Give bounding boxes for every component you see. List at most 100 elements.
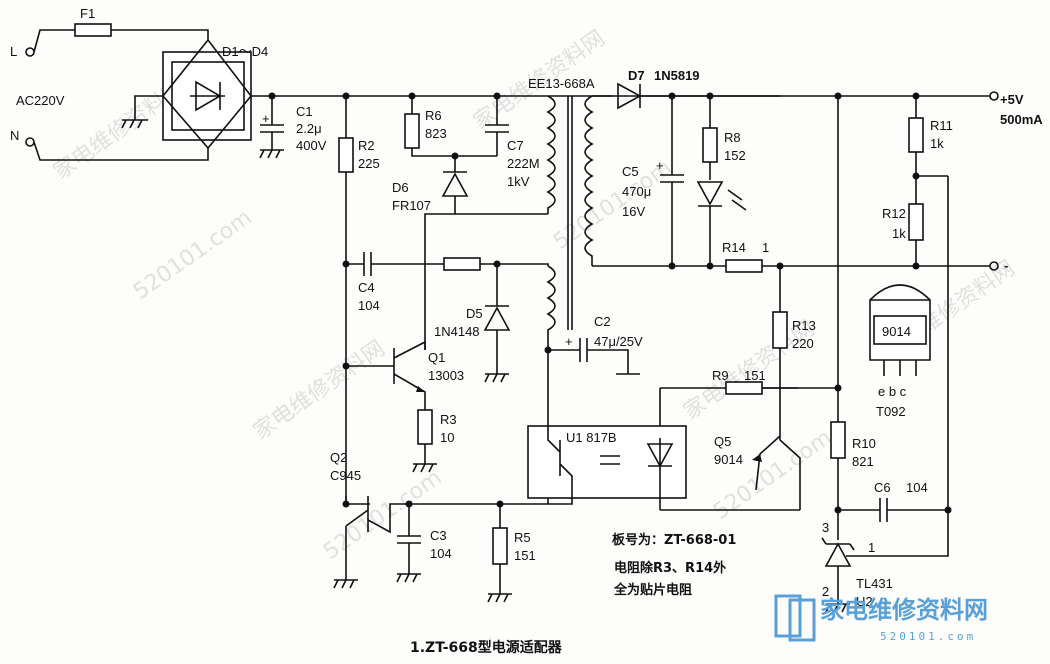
svg-text:104: 104 (358, 298, 380, 313)
svg-text:400V: 400V (296, 138, 327, 153)
svg-text:D6: D6 (392, 180, 409, 195)
svg-text:R14: R14 (722, 240, 746, 255)
input-voltage-label: AC220V (16, 93, 65, 108)
svg-text:Q5: Q5 (714, 434, 731, 449)
svg-text:1: 1 (868, 540, 875, 555)
svg-text:R10: R10 (852, 436, 876, 451)
svg-text:U1 817B: U1 817B (566, 430, 617, 445)
svg-text:1: 1 (762, 240, 769, 255)
site-logo: 家电维修资料网 520101.com (774, 594, 988, 643)
svg-text:151: 151 (514, 548, 536, 563)
svg-text:47μ/25V: 47μ/25V (594, 334, 643, 349)
watermark-text: 家电维修资料网 (249, 336, 390, 445)
svg-text:D7: D7 (628, 68, 645, 83)
svg-text:C1: C1 (296, 104, 313, 119)
svg-text:e b c: e b c (878, 384, 907, 399)
output-plus-label: +5V (1000, 92, 1024, 107)
svg-text:R6: R6 (425, 108, 442, 123)
board-number-note: 板号为：ZT-668-01 (612, 532, 736, 548)
fuse-f1 (74, 23, 112, 37)
f1-label: F1 (80, 6, 95, 21)
svg-text:R3: R3 (440, 412, 457, 427)
transformer-t1: EE13-668A (528, 76, 595, 350)
svg-text:D5: D5 (466, 306, 483, 321)
svg-text:C7: C7 (507, 138, 524, 153)
svg-text:EE13-668A: EE13-668A (528, 76, 595, 91)
svg-text:104: 104 (430, 546, 452, 561)
svg-text:2: 2 (822, 584, 829, 599)
svg-text:T092: T092 (876, 404, 906, 419)
svg-text:16V: 16V (622, 204, 645, 219)
svg-text:C3: C3 (430, 528, 447, 543)
svg-text:R12: R12 (882, 206, 906, 221)
svg-text:C6: C6 (874, 480, 891, 495)
svg-text:1N5819: 1N5819 (654, 68, 700, 83)
led-indicator: R8 152 (696, 96, 747, 266)
svg-text:222M: 222M (507, 156, 540, 171)
svg-text:R8: R8 (724, 130, 741, 145)
output-minus-label: - (1004, 258, 1008, 273)
input-n-label: N (10, 128, 19, 143)
svg-text:151: 151 (744, 368, 766, 383)
input-l-label: L (10, 44, 17, 59)
svg-text:3: 3 (822, 520, 829, 535)
svg-text:10: 10 (440, 430, 454, 445)
voltage-divider: R11 1k R12 1k (882, 96, 953, 266)
diagram-caption: 1.ZT-668型电源适配器 (410, 639, 563, 656)
resistor-note-1: 电阻除R3、R14外 (614, 560, 726, 576)
svg-text:823: 823 (425, 126, 447, 141)
svg-text:+: + (565, 334, 573, 349)
svg-text:R11: R11 (930, 118, 953, 133)
output-current-label: 500mA (1000, 112, 1043, 127)
svg-text:R5: R5 (514, 530, 531, 545)
transistor-package-9014: 9014 e b c T092 (869, 284, 931, 419)
svg-text:TL431: TL431 (856, 576, 893, 591)
transistor-q2: Q2 C945 C3 104 R5 151 (330, 450, 548, 603)
svg-text:9014: 9014 (882, 324, 911, 339)
input-section: F1 D1～D4 L N AC220V (10, 6, 780, 161)
watermark-url: 520101.com (129, 205, 256, 305)
svg-text:1k: 1k (930, 136, 944, 151)
feedback-network: C4 104 D5 1N4148 (342, 252, 549, 383)
svg-text:U2: U2 (856, 594, 873, 609)
svg-text:C4: C4 (358, 280, 375, 295)
logo-sub: 520101.com (880, 630, 976, 643)
secondary-output: D7 1N5819 +5V 500mA - (592, 68, 1043, 273)
svg-text:152: 152 (724, 148, 746, 163)
svg-text:104: 104 (906, 480, 928, 495)
capacitor-c1: + C1 2.2μ 400V (259, 96, 327, 159)
snubber-r6-c7: R6 823 C7 222M 1kV (404, 92, 540, 189)
d1-d4-label: D1～D4 (222, 44, 268, 59)
svg-text:821: 821 (852, 454, 874, 469)
tl431-reference: R10 821 C6 104 3 1 2 TL431 U2 (821, 96, 952, 613)
svg-text:470μ: 470μ (622, 184, 651, 199)
resistor-r2: R2 225 (338, 92, 380, 504)
svg-text:1kV: 1kV (507, 174, 530, 189)
diode-d6: D6 FR107 (392, 156, 548, 350)
logo-text: 家电维修资料网 (820, 596, 988, 624)
resistor-r14: R14 1 (722, 240, 769, 273)
svg-text:1N4148: 1N4148 (434, 324, 480, 339)
svg-text:1k: 1k (892, 226, 906, 241)
q5-control: R13 220 R9 151 Q5 9014 (712, 266, 838, 510)
svg-text:9014: 9014 (714, 452, 743, 467)
svg-text:+: + (656, 158, 664, 173)
resistor-note-2: 全为贴片电阻 (613, 582, 692, 598)
svg-text:FR107: FR107 (392, 198, 431, 213)
svg-text:2.2μ: 2.2μ (296, 121, 322, 136)
svg-text:R13: R13 (792, 318, 816, 333)
svg-text:R2: R2 (358, 138, 375, 153)
board-notes: 板号为：ZT-668-01 电阻除R3、R14外 全为贴片电阻 (612, 532, 736, 598)
svg-text:C5: C5 (622, 164, 639, 179)
capacitor-c5: + C5 470μ 16V (622, 96, 684, 266)
svg-text:C2: C2 (594, 314, 611, 329)
svg-text:C945: C945 (330, 468, 361, 483)
svg-text:13003: 13003 (428, 368, 464, 383)
svg-text:225: 225 (358, 156, 380, 171)
svg-text:220: 220 (792, 336, 814, 351)
svg-text:+: + (262, 111, 270, 126)
svg-text:R9: R9 (712, 368, 729, 383)
svg-text:Q2: Q2 (330, 450, 347, 465)
